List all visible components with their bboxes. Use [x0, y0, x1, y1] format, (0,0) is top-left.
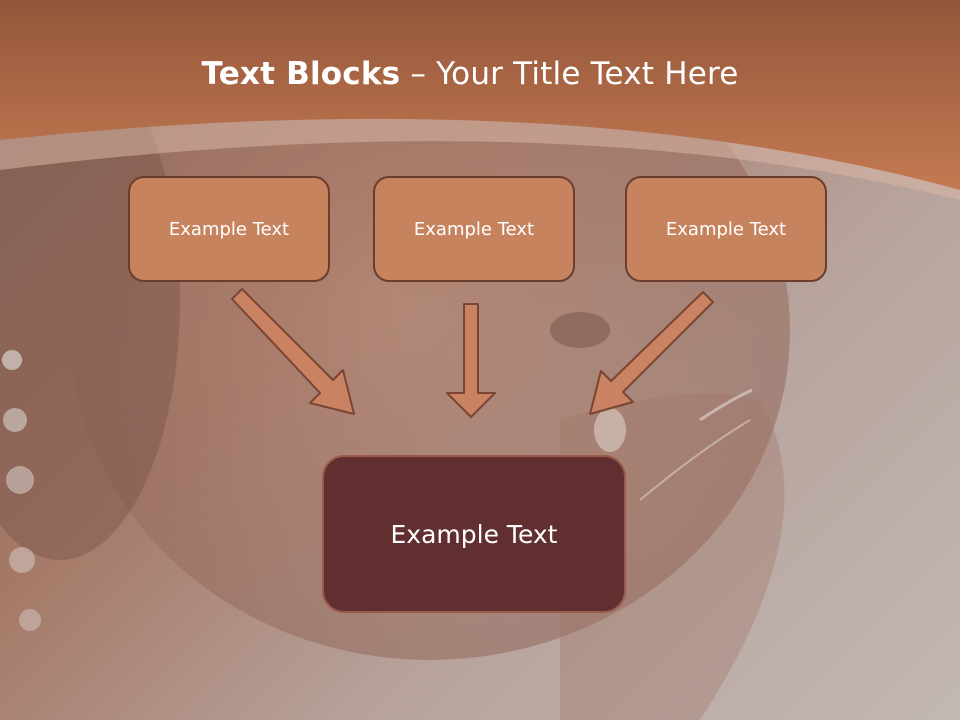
arrow-left — [231, 288, 355, 415]
text-block-2[interactable]: Example Text — [373, 176, 575, 282]
text-block-1[interactable]: Example Text — [128, 176, 330, 282]
text-block-3[interactable]: Example Text — [625, 176, 827, 282]
arrow-center — [446, 303, 496, 418]
title-rest: Your Title Text Here — [436, 56, 739, 92]
title-banner — [0, 0, 960, 200]
slide-title: Text Blocks – Your Title Text Here — [0, 56, 940, 92]
arrow-right — [589, 291, 714, 415]
title-bold: Text Blocks — [201, 56, 401, 92]
main-text-block[interactable]: Example Text — [322, 455, 626, 613]
title-dash: – — [400, 56, 437, 92]
